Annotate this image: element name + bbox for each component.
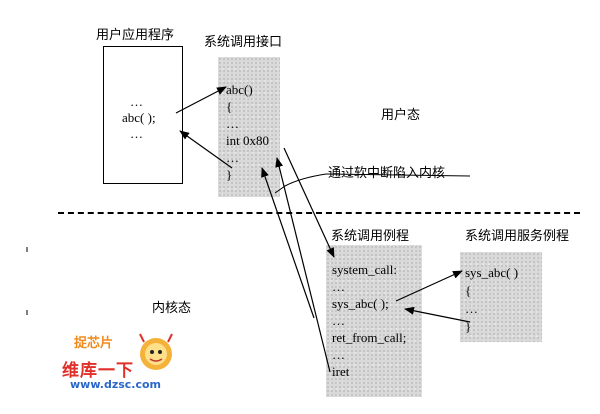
syscall-interface-box: abc() { … int 0x80 … } [218,57,280,197]
service-code-line: } [465,319,472,334]
service-code-line: { [465,283,472,298]
service-code-line: sys_abc( ) [465,265,519,280]
kernel-mode-label: 内核态 [152,301,192,316]
call-arrow [175,86,227,114]
service-return-arrow [404,306,471,323]
interface-code-line: … [226,116,239,131]
return-to-app-arrow [179,130,233,169]
user-app-code-line: … [130,94,143,109]
routine-code-line: … [332,313,345,328]
user-app-title: 用户应用程序 [96,28,175,43]
interface-code-line: int 0x80 [226,133,269,148]
interface-code-line: … [226,150,239,165]
service-call-arrow [395,270,463,302]
routine-code-line: ret_from_call; [332,330,407,345]
return-to-interface-arrow [261,167,315,319]
trap-note-label: 通过软中断陷入内核 [328,166,446,181]
user-app-code-line: … [130,126,143,141]
trap-arrow [283,147,335,258]
watermark: 捉芯片 维库一下 www.dzsc.com [60,330,200,410]
routine-code-line: sys_abc( ); [332,296,389,311]
watermark-title: 维库一下 [62,361,134,381]
interface-code-line: } [226,167,233,182]
mascot-icon [139,333,173,370]
routine-code-line: … [332,279,345,294]
iret-arrow [275,157,331,373]
user-mode-label: 用户态 [381,108,421,123]
watermark-url: www.dzsc.com [70,378,162,391]
user-app-box: … abc( ); … [103,46,183,184]
watermark-logo-text: 捉芯片 [74,336,114,351]
trap-note-leader [274,173,327,194]
trap-note-underline [325,173,471,177]
service-code-line: … [465,301,478,316]
service-routine-title: 系统调用服务例程 [465,229,570,244]
service-routine-box: sys_abc( ) { … } [460,252,542,342]
interface-code-line: abc() [226,82,253,97]
syscall-routine-title: 系统调用例程 [331,229,410,244]
user-app-code-line: abc( ); [122,110,156,125]
routine-code-line: … [332,347,345,362]
interface-code-line: { [226,99,233,114]
syscall-interface-title: 系统调用接口 [204,35,283,50]
routine-code-line: system_call: [332,262,397,277]
syscall-routine-box: system_call: … sys_abc( ); … ret_from_ca… [326,245,422,397]
routine-code-line: iret [332,364,350,379]
user-kernel-boundary [58,212,580,214]
